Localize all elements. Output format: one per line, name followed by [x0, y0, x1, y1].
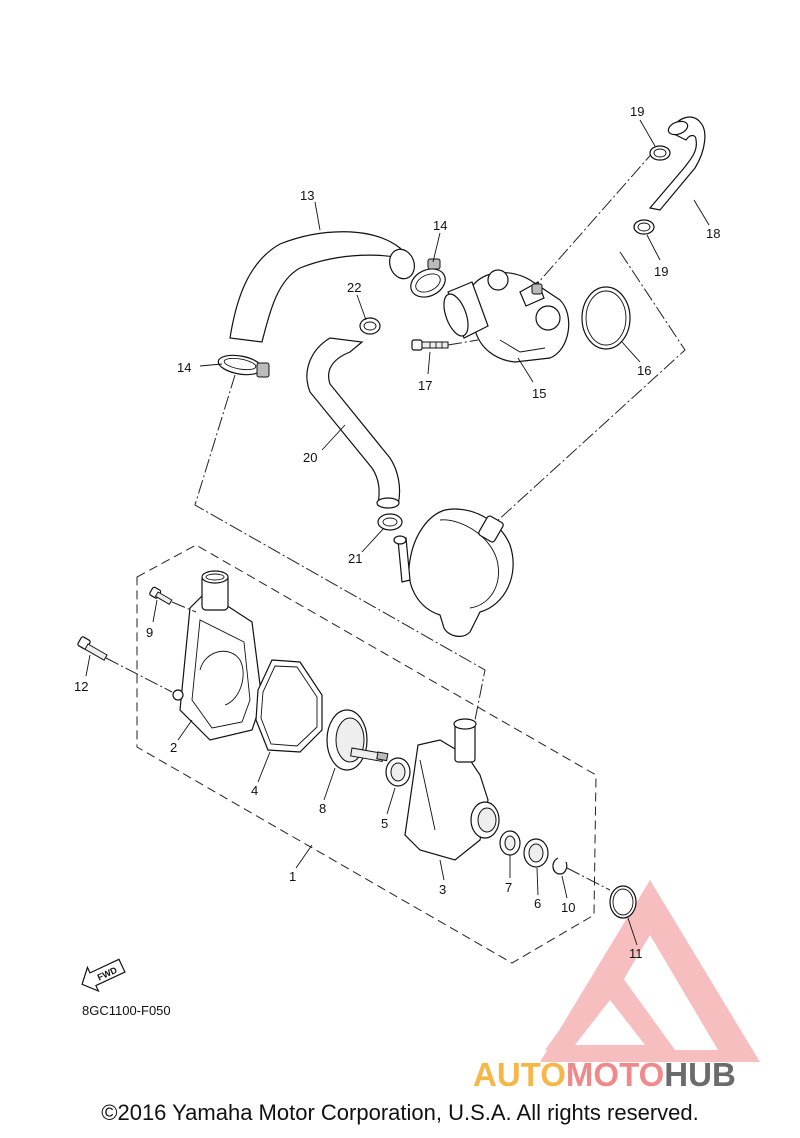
label-7: 7: [505, 880, 512, 895]
routing-lines: [194, 149, 686, 721]
hose-13: [229, 231, 415, 343]
label-3: 3: [439, 882, 446, 897]
bolt-17: [411, 339, 479, 351]
seal-7: [499, 830, 521, 856]
pump-cover-2: [172, 570, 263, 741]
bolt-9: [149, 586, 197, 613]
label-16: 16: [637, 363, 651, 378]
watermark-moto: MOTO: [565, 1056, 665, 1093]
label-9: 9: [146, 625, 153, 640]
gasket-4: [255, 659, 323, 753]
label-14-lower: 14: [177, 360, 191, 375]
fwd-arrow-icon: FWD: [81, 958, 126, 993]
thermostat-housing-15: [443, 269, 570, 363]
o-ring-16: [581, 286, 631, 350]
assembly-boundary: [136, 544, 597, 964]
circlip-10: [552, 857, 568, 875]
label-2: 2: [170, 740, 177, 755]
leader-lines: [85, 119, 710, 946]
impeller-8: [326, 709, 389, 771]
copyright-notice: ©2016 Yamaha Motor Corporation, U.S.A. A…: [101, 1100, 699, 1125]
label-4: 4: [251, 783, 258, 798]
label-19-upper: 19: [630, 104, 644, 119]
label-15: 15: [532, 386, 546, 401]
label-1: 1: [289, 869, 296, 884]
watermark-brand: AUTOMOTOHUB: [473, 1056, 736, 1094]
label-22: 22: [347, 280, 361, 295]
clamp-19-lower: [633, 219, 655, 235]
label-12: 12: [74, 679, 88, 694]
label-19-lower: 19: [654, 264, 668, 279]
clamp-14-upper: [410, 258, 446, 298]
watermark-hub: HUB: [664, 1056, 736, 1093]
label-10: 10: [561, 900, 575, 915]
pump-housing-3: [404, 718, 500, 861]
hose-18: [648, 116, 706, 211]
label-20: 20: [303, 450, 317, 465]
label-6: 6: [534, 896, 541, 911]
hose-20: [306, 337, 401, 509]
o-ring-11: [566, 867, 637, 919]
watermark-logo: [540, 880, 760, 1062]
part-labels: 13 14 22 14 17 15 16 19 18 19 20 21 9 12…: [74, 104, 720, 961]
label-21: 21: [348, 551, 362, 566]
label-13: 13: [300, 188, 314, 203]
clamp-19-upper: [649, 145, 671, 161]
label-5: 5: [381, 816, 388, 831]
diagram-code: 8GC1100-F050: [82, 1003, 171, 1018]
bearing-6: [523, 838, 549, 868]
clamp-14-lower: [217, 354, 270, 378]
label-8: 8: [319, 801, 326, 816]
watermark-auto: AUTO: [473, 1056, 566, 1093]
label-17: 17: [418, 378, 432, 393]
label-14-upper: 14: [433, 218, 447, 233]
clamp-21: [377, 513, 403, 531]
label-18: 18: [706, 226, 720, 241]
bolt-12: [77, 636, 173, 693]
label-11: 11: [629, 946, 643, 961]
clamp-22: [359, 317, 381, 335]
seal-5: [385, 757, 411, 787]
coolant-reservoir: [393, 508, 514, 637]
